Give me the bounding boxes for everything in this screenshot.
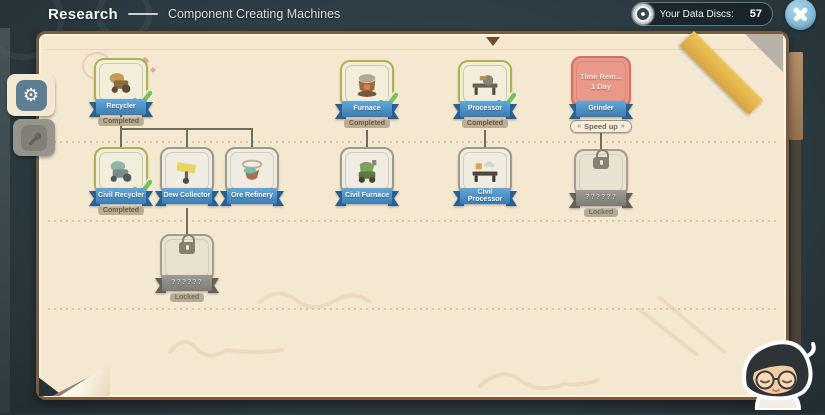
node-dew-collector[interactable]: Dew Collector <box>154 147 220 206</box>
node-label-ribbon: Processor <box>453 101 517 119</box>
ornament-left: « <box>577 123 582 130</box>
node-label-ribbon: Ore Refinery <box>220 188 284 206</box>
tree-connector <box>186 208 188 240</box>
speed-up-label: Speed up <box>584 122 618 131</box>
data-discs-counter: Your Data Discs: 57 <box>631 2 773 26</box>
node-label-ribbon: Civil Processor <box>453 188 517 206</box>
civil-furnace-machine-icon <box>345 152 389 190</box>
node-label-ribbon: ?????? <box>155 275 219 293</box>
status-badge: Locked <box>169 293 205 302</box>
background-wall <box>0 28 10 413</box>
paper-scribbles <box>168 291 726 391</box>
gear-icon: ⚙ <box>15 79 47 111</box>
node-civil-recycler[interactable]: Civil Recycler Completed <box>88 147 154 215</box>
status-badge: Completed <box>343 119 391 128</box>
node-processor[interactable]: Processor Completed <box>452 60 518 128</box>
research-timer: Time Rem... 1 Day <box>580 72 622 91</box>
top-bar: Research Component Creating Machines You… <box>0 0 825 30</box>
status-badge: Completed <box>97 206 145 215</box>
lock-icon <box>179 234 195 254</box>
node-label-ribbon: Grinder <box>569 101 633 119</box>
scroll-marker-icon <box>486 37 500 46</box>
background-gear-decoration <box>0 0 64 60</box>
tree-connector <box>600 132 602 156</box>
node-grinder[interactable]: Time Rem... 1 Day Grinder « Speed up » <box>568 56 634 133</box>
status-badge: Completed <box>97 117 145 126</box>
node-civil-processor[interactable]: Civil Processor <box>452 147 518 206</box>
title-divider <box>127 13 158 15</box>
node-label-ribbon: Furnace <box>335 101 399 119</box>
node-civil-furnace[interactable]: Civil Furnace <box>334 147 400 206</box>
page-title: Research <box>48 5 118 23</box>
data-disc-icon <box>631 3 654 25</box>
node-label-ribbon: Recycler <box>89 99 153 117</box>
speed-up-button[interactable]: « Speed up » <box>570 120 632 133</box>
node-furnace[interactable]: Furnace Completed <box>334 60 400 128</box>
node-locked-grinder-branch[interactable]: ?????? Locked <box>568 149 634 217</box>
node-label-ribbon: ?????? <box>569 190 633 208</box>
background-folder-shadow <box>791 140 801 355</box>
node-label-ribbon: Dew Collector <box>155 188 219 206</box>
row-separator <box>48 220 776 222</box>
data-discs-value: 57 <box>749 8 762 20</box>
civil-processor-machine-icon <box>463 152 507 190</box>
node-label-ribbon: Civil Furnace <box>335 188 399 206</box>
tree-connector <box>120 110 122 154</box>
node-label-ribbon: Civil Recycler <box>89 188 153 206</box>
tree-connector <box>366 130 368 153</box>
row-separator <box>48 141 776 143</box>
tab-machines[interactable]: ⚙ <box>7 74 55 116</box>
background-folder-edge <box>789 52 803 140</box>
tree-connector <box>251 129 253 153</box>
node-locked-dew-branch[interactable]: ?????? Locked <box>154 234 220 302</box>
node-ore-refinery[interactable]: Ore Refinery <box>219 147 285 206</box>
tab-tools[interactable] <box>13 119 55 156</box>
research-panel <box>36 31 789 400</box>
dew-collector-machine-icon <box>165 152 209 190</box>
status-badge: Locked <box>583 208 619 217</box>
recycler-machine-icon <box>99 63 143 101</box>
status-badge: Completed <box>461 119 509 128</box>
player-avatar <box>731 334 819 415</box>
data-discs-label: Your Data Discs: <box>659 8 734 20</box>
ornament-right: » <box>620 123 625 130</box>
tree-connector <box>186 129 188 153</box>
node-recycler[interactable]: Recycler Completed <box>88 58 154 126</box>
row-separator <box>48 308 776 310</box>
category-title: Component Creating Machines <box>167 7 341 21</box>
close-button[interactable] <box>785 0 816 30</box>
paper-margin-line <box>46 49 773 50</box>
ore-refinery-machine-icon <box>230 152 274 190</box>
lock-icon <box>593 149 609 169</box>
tree-connector <box>484 130 486 153</box>
wrench-icon <box>21 124 47 151</box>
